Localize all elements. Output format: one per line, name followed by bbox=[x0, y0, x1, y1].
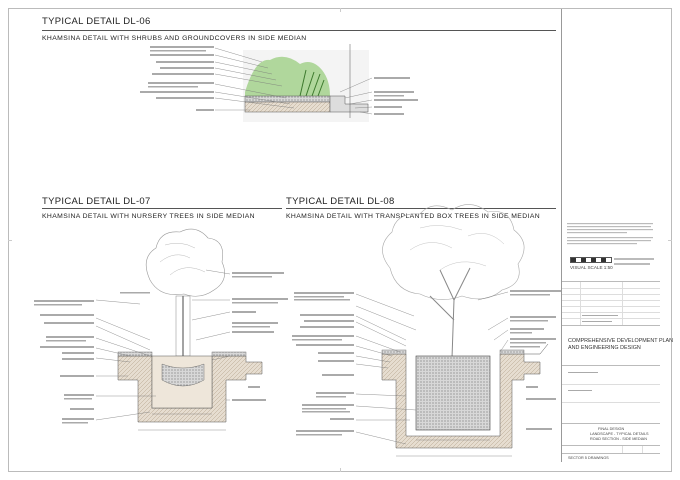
drawing-title-line3: ROAD SECTION - SIDE MEDIAN bbox=[590, 437, 647, 441]
visual-scale-bar bbox=[570, 257, 612, 263]
dl08-tree-trunk bbox=[429, 267, 471, 359]
border-tick bbox=[340, 8, 341, 12]
detail-dl07-section bbox=[34, 228, 288, 431]
detail-dl06-title: TYPICAL DETAIL DL-06 bbox=[42, 16, 151, 27]
detail-dl08-title: TYPICAL DETAIL DL-08 bbox=[286, 196, 395, 207]
consultant-box bbox=[562, 365, 660, 424]
detail-dl07-title: TYPICAL DETAIL DL-07 bbox=[42, 196, 151, 207]
detail-dl07-title-rule bbox=[42, 208, 282, 209]
dl07-tree-canopy bbox=[145, 228, 225, 297]
detail-dl06-title-rule bbox=[42, 30, 556, 31]
detail-dl08-section bbox=[292, 204, 562, 457]
project-name-line1: COMPREHENSIVE DEVELOPMENT PLAN bbox=[568, 338, 674, 344]
drawing-title-box: FINAL DESIGN LANDSCAPE - TYPICAL DETAILS… bbox=[562, 423, 660, 446]
dl08-planting-pit bbox=[381, 353, 541, 449]
border-tick bbox=[340, 468, 341, 472]
drawing-title-line2: LANDSCAPE - TYPICAL DETAILS bbox=[590, 432, 649, 436]
detail-dl07-subtitle: KHAMSINA DETAIL WITH NURSERY TREES IN SI… bbox=[42, 213, 255, 220]
dl08-root-box bbox=[415, 355, 491, 431]
general-notes-block bbox=[567, 223, 653, 248]
detail-dl06-subtitle: KHAMSINA DETAIL WITH SHRUBS AND GROUNDCO… bbox=[42, 35, 307, 42]
project-name-box: COMPREHENSIVE DEVELOPMENT PLAN AND ENGIN… bbox=[562, 325, 673, 366]
dl08-tree-canopy bbox=[382, 204, 525, 300]
border-tick bbox=[8, 240, 12, 241]
drawing-number-box bbox=[562, 445, 660, 454]
sheet-label: SECTOR 5 DRAWINGS bbox=[568, 456, 609, 460]
border-tick bbox=[668, 240, 672, 241]
title-block: VISUAL SCALE 1:50 COMPREHENSIVE DEVELOPM… bbox=[561, 9, 673, 463]
drawing-title-line1: FINAL DESIGN bbox=[598, 427, 625, 431]
dl07-root-ball bbox=[161, 363, 205, 387]
dl06-groundcover bbox=[299, 69, 325, 97]
project-name-line2: AND ENGINEERING DESIGN bbox=[568, 345, 641, 351]
detail-dl08-subtitle: KHAMSINA DETAIL WITH TRANSPLANTED BOX TR… bbox=[286, 213, 541, 220]
revision-table bbox=[562, 281, 660, 326]
detail-dl06-section bbox=[140, 44, 418, 122]
dl06-kerb bbox=[329, 95, 369, 113]
sheet-label-box: SECTOR 5 DRAWINGS bbox=[562, 453, 660, 463]
visual-scale-label: VISUAL SCALE 1:50 bbox=[570, 265, 613, 270]
detail-dl08-title-rule bbox=[286, 208, 556, 209]
